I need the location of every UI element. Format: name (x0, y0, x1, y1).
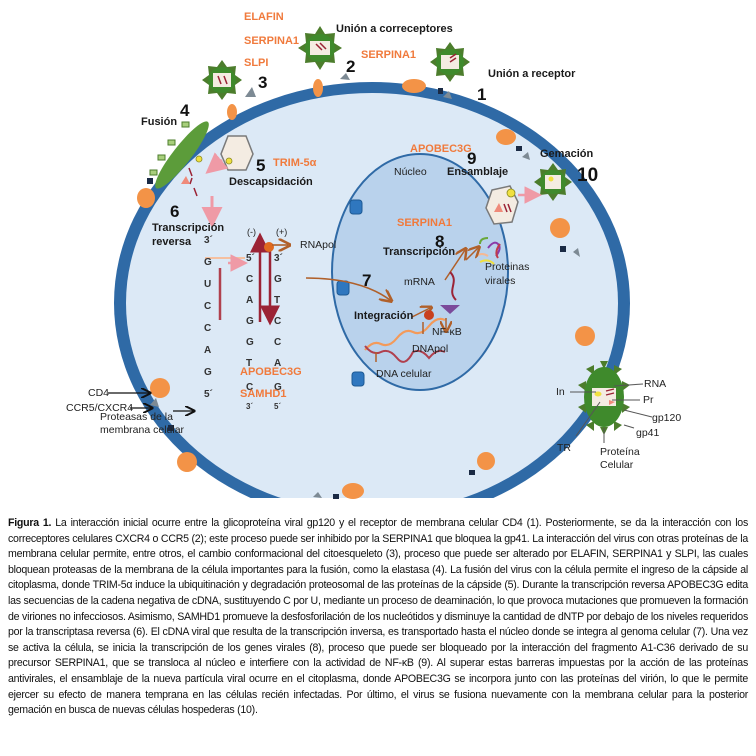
minus-strand-sequence: 5´ C A G G T C 3´ (246, 254, 258, 415)
legend-label-proteina-2: Celular (600, 459, 634, 471)
label-step7-integracion: Integración (354, 310, 414, 322)
base: 5´ (204, 389, 213, 400)
step-number-9: 9 (467, 149, 477, 168)
label-step6-transcripcion-reversa: Transcripción reversa (152, 222, 225, 248)
diagram-canvas (108, 26, 653, 524)
base: A (204, 345, 212, 356)
hiv-replication-diagram: ELAFIN SERPINA1 SLPI SERPINA1 Unión a co… (66, 11, 682, 524)
legend-label-in: In (556, 386, 565, 398)
label-step1-receptor: Unión a receptor (488, 68, 576, 80)
base: 5´ (246, 253, 255, 264)
label-plus-strand: (+) (276, 227, 288, 237)
label-step2-correceptores: Unión a correceptores (336, 23, 453, 35)
virion-icon (202, 26, 572, 201)
nucleus (331, 153, 509, 391)
label-proteinas-virales-1: Proteinas (485, 261, 530, 273)
base: C (246, 274, 254, 285)
caption-text: La interacción inicial ocurre entre la g… (8, 517, 748, 717)
base: C (274, 316, 282, 327)
label-slpi: SLPI (244, 57, 269, 69)
label-minus-strand: (-) (247, 227, 256, 237)
gp41-spike-icon (149, 121, 190, 176)
label-trim5a: TRIM-5α (273, 157, 317, 169)
base: C (246, 382, 254, 393)
label-mrna: mRNA (404, 276, 435, 288)
base: T (274, 295, 281, 306)
label-cd4: CD4 (88, 387, 110, 399)
step-number-6: 6 (170, 202, 180, 221)
label-rnapol: RNApol (300, 239, 337, 251)
base: C (274, 337, 282, 348)
base: T (246, 358, 253, 369)
label-serpina1-nucleus: SERPINA1 (397, 217, 453, 229)
label-dna-celular: DNA celular (376, 368, 432, 380)
plus-strand-sequence: 3´ G T C C A G 5´ (274, 254, 286, 415)
label-apobec3g-cyto: APOBEC3G (410, 143, 472, 155)
cdna-transport-arrow (305, 277, 390, 300)
step-number-1: 1 (477, 85, 487, 104)
base: G (274, 382, 282, 393)
step-number-2: 2 (346, 57, 356, 76)
legend-label-tr: TR (557, 442, 571, 454)
base: G (204, 257, 212, 268)
label-apobec3g-rt: APOBEC3G (240, 366, 302, 378)
label-step9-ensamblaje: Ensamblaje (447, 166, 509, 178)
base: G (246, 337, 254, 348)
step-number-7: 7 (362, 271, 372, 290)
membrane-protease-icon (150, 73, 580, 498)
step-number-8: 8 (435, 232, 445, 251)
rna-template-sequence: 3´ G U C C A G 5´ (204, 236, 216, 412)
label-step5-descapsidacion: Descapsidación (229, 176, 313, 188)
label-proteases-line2: membrana celular (100, 424, 185, 436)
step-number-4: 4 (180, 101, 190, 120)
cellular-dna-helix (364, 317, 446, 351)
cd4-receptor-icon (147, 88, 566, 499)
capsid-icon (220, 135, 254, 171)
base: G (246, 316, 254, 327)
base: 5´ (274, 402, 282, 411)
step-number-5: 5 (256, 156, 266, 175)
label-samhd1: SAMHD1 (240, 388, 287, 400)
label-proteases-line1: Proteasas de la (100, 411, 173, 423)
base: G (274, 274, 282, 285)
step-number-10: 10 (577, 165, 599, 186)
label-nfkb: NF-κB (432, 326, 462, 338)
label-step8-transcripcion: Transcripción (383, 246, 456, 258)
base: G (204, 367, 212, 378)
label-ccr5-cxcr4: CCR5/CXCR4 (66, 402, 134, 414)
legend-label-rna: RNA (644, 378, 667, 390)
base: 3´ (246, 402, 254, 411)
label-nucleo: Núcleo (394, 166, 427, 178)
caption-label: Figura 1. (8, 517, 52, 529)
base: 3´ (274, 253, 283, 264)
base: A (274, 358, 282, 369)
legend-label-proteina-1: Proteína (600, 446, 640, 458)
base: 3´ (204, 235, 213, 246)
base: C (204, 323, 212, 334)
label-step4-fusion: Fusión (141, 116, 178, 128)
label-serpina1-top: SERPINA1 (244, 35, 300, 47)
label-dnapol: DNApol (412, 343, 449, 355)
legend-leader-lines (570, 383, 653, 443)
base: U (204, 279, 212, 290)
step-number-3: 3 (258, 73, 268, 92)
label-elafin: ELAFIN (244, 11, 284, 23)
legend-label-pr: Pr (643, 394, 654, 406)
figure-caption: Figura 1. La interacción inicial ocurre … (8, 516, 748, 719)
legend-label-gp41: gp41 (636, 427, 660, 439)
label-proteinas-virales-2: virales (485, 275, 516, 287)
base: A (246, 295, 254, 306)
fusion-envelope (155, 121, 209, 189)
label-serpina1-step2: SERPINA1 (361, 49, 417, 61)
label-step10-gemacion: Gemación (540, 148, 594, 160)
base: C (204, 301, 212, 312)
ccr5-cxcr4-coreceptor-icon (137, 79, 595, 499)
legend-label-gp120: gp120 (652, 412, 682, 424)
